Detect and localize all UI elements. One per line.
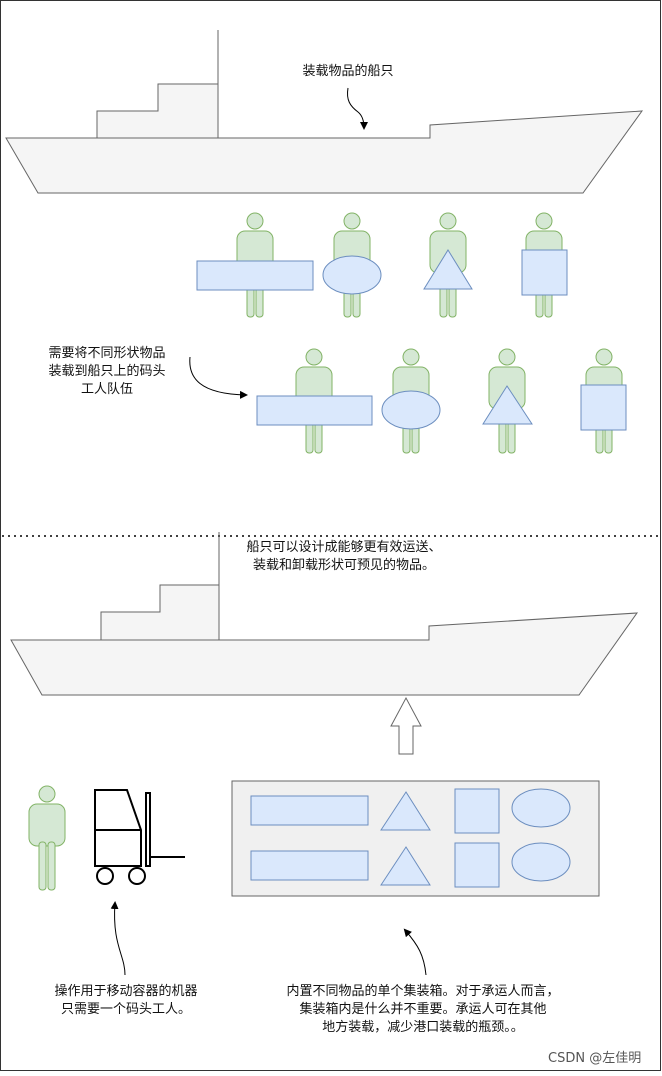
single-worker	[28, 785, 66, 891]
forklift-caption-line-1: 操作用于移动容器的机器	[54, 984, 198, 999]
workers-caption-line-1: 需要将不同形状物品	[48, 346, 166, 361]
bottom-ship-caption: 船只可以设计成能够更有效运送、 装载和卸载形状可预见的物品。	[228, 539, 460, 575]
bottom-ship-caption-line-2: 装载和卸载形状可预见的物品。	[252, 558, 435, 573]
bottom-ship-caption-line-1: 船只可以设计成能够更有效运送、	[246, 540, 442, 555]
forklift	[94, 789, 185, 885]
bottom-ship	[10, 532, 639, 696]
workers-caption: 需要将不同形状物品 装载到船只上的码头 工人队伍	[22, 345, 192, 399]
container-caption: 内置不同物品的单个集装箱。对于承运人而言， 集装箱内是什么并不重要。承运人可在其…	[258, 983, 588, 1037]
workers-caption-line-3: 工人队伍	[80, 382, 133, 397]
triangle-item	[423, 249, 473, 290]
up-arrow	[390, 696, 422, 755]
container-caption-line-1: 内置不同物品的单个集装箱。对于承运人而言，	[286, 984, 560, 999]
square-item	[454, 788, 500, 834]
top-ship-caption-arrow	[347, 87, 368, 130]
container-caption-arrow	[403, 928, 427, 976]
top-ship-caption: 装载物品的船只	[302, 64, 394, 79]
ellipse-item	[381, 390, 441, 430]
ellipse-item	[322, 255, 382, 295]
top-ship	[5, 30, 644, 194]
square-item	[521, 249, 568, 296]
rectangle-item	[250, 795, 369, 826]
triangle-item	[380, 846, 431, 886]
worker-row-2	[256, 348, 627, 454]
container-caption-line-2: 集装箱内是什么并不重要。承运人可在其他	[299, 1002, 547, 1017]
container-caption-line-3: 地方装载，减少港口装载的瓶颈。。	[322, 1020, 524, 1035]
rectangle-item	[256, 395, 373, 426]
rectangle-item	[196, 260, 314, 291]
ellipse-item	[511, 788, 571, 828]
container	[231, 780, 600, 897]
rectangle-item	[250, 850, 369, 881]
square-item	[454, 842, 500, 888]
worker-row-1	[196, 212, 568, 318]
triangle-item	[380, 791, 431, 831]
workers-caption-arrow	[189, 356, 248, 399]
watermark: CSDN @左佳明	[548, 1051, 642, 1066]
workers-caption-line-2: 装载到船只上的码头	[48, 364, 166, 379]
forklift-caption-arrow	[110, 901, 126, 976]
triangle-item	[482, 385, 533, 425]
forklift-caption: 操作用于移动容器的机器 只需要一个码头工人。	[36, 983, 216, 1019]
ellipse-item	[511, 842, 571, 882]
forklift-caption-line-2: 只需要一个码头工人。	[60, 1002, 191, 1017]
square-item	[580, 384, 627, 431]
